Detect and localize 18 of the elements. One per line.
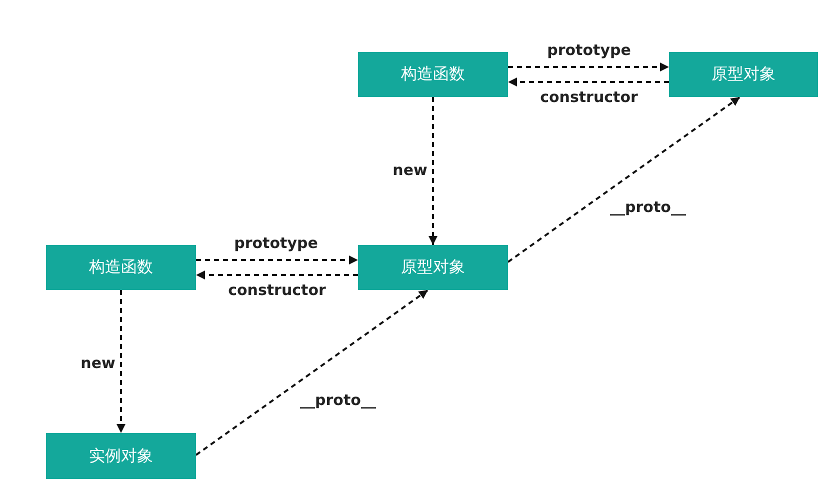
dashed-arrow (195, 289, 429, 456)
dashed-arrow (507, 96, 741, 263)
process-box (669, 52, 818, 97)
process-box (358, 52, 508, 97)
dashed-arrow (508, 78, 669, 86)
process-box (46, 245, 196, 290)
dashed-arrow (508, 62, 669, 72)
node-label: 原型对象 (712, 64, 776, 85)
process-box (358, 245, 508, 290)
dashed-arrow (196, 256, 358, 264)
node-label: 实例对象 (89, 446, 153, 466)
node-label: 原型对象 (401, 257, 465, 278)
dashed-arrow (196, 270, 358, 280)
process-box (46, 433, 196, 479)
node-label: 构造函数 (401, 64, 465, 85)
node-label: 构造函数 (89, 257, 153, 278)
dashed-arrow (116, 290, 126, 433)
dashed-arrow (428, 97, 438, 245)
